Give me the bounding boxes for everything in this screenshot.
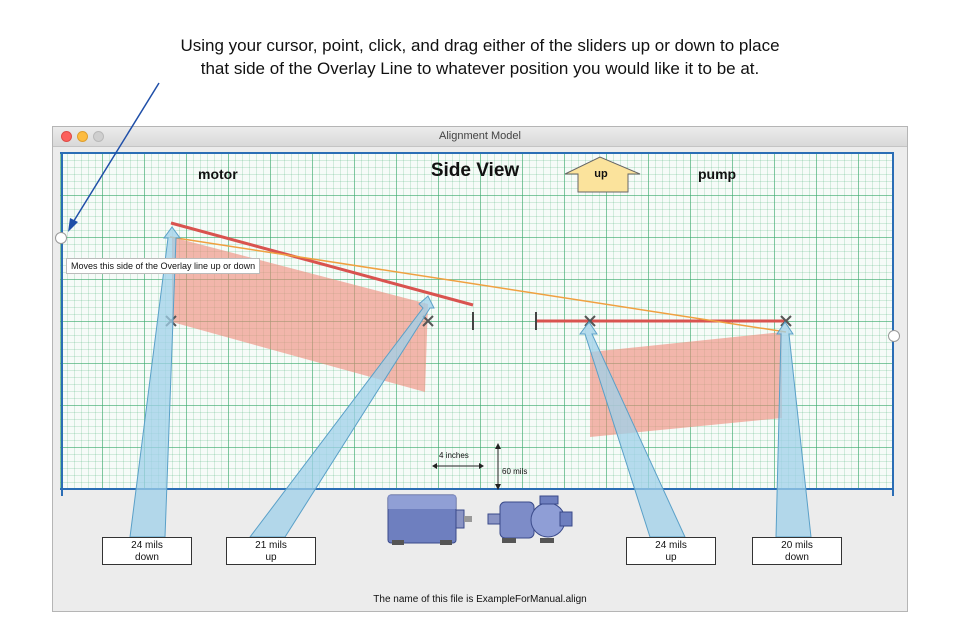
reading-direction: down xyxy=(785,552,809,563)
reading-value: 24 mils xyxy=(655,540,687,551)
reading-arrow-2 xyxy=(248,295,435,538)
reading-value: 24 mils xyxy=(131,540,163,551)
minimize-button[interactable] xyxy=(77,131,88,142)
pointer-arrow-line xyxy=(71,82,160,225)
foot-markers xyxy=(165,315,792,327)
motor-icon xyxy=(387,494,472,545)
reading-box-3: 24 mils up xyxy=(626,537,716,565)
motor-centerline xyxy=(170,221,474,307)
instruction-text: Using your cursor, point, click, and dra… xyxy=(0,34,960,80)
horizontal-scale-label: 4 inches xyxy=(439,451,469,460)
overlay-line xyxy=(169,236,787,333)
reading-arrow-3 xyxy=(579,321,686,538)
motor-offset-shading xyxy=(172,237,428,392)
left-overlay-slider[interactable] xyxy=(55,232,67,244)
title-bar: Alignment Model xyxy=(53,127,907,147)
filename-text: The name of this file is ExampleForManua… xyxy=(373,594,587,605)
vertical-scale-label: 60 mils xyxy=(502,467,528,476)
right-overlay-slider[interactable] xyxy=(888,330,900,342)
pump-icon xyxy=(487,495,573,543)
window-title: Alignment Model xyxy=(439,130,521,142)
up-arrow-icon xyxy=(564,156,641,193)
pump-offset-shading xyxy=(590,332,782,437)
reading-box-1: 24 mils down xyxy=(102,537,192,565)
slider-tooltip: Moves this side of the Overlay line up o… xyxy=(66,258,261,274)
reading-direction: up xyxy=(665,552,677,563)
instruction-line-2: that side of the Overlay Line to whateve… xyxy=(200,59,760,78)
reading-direction: up xyxy=(265,552,277,563)
motor-back-foot-marker xyxy=(422,315,434,327)
reading-value: 20 mils xyxy=(781,540,813,551)
pointer-arrow-head xyxy=(68,218,78,232)
reading-arrow-4 xyxy=(775,321,812,538)
zoom-button[interactable] xyxy=(93,131,104,142)
close-button[interactable] xyxy=(61,131,72,142)
page-title: Side View xyxy=(430,160,520,181)
reading-box-4: 20 mils down xyxy=(752,537,842,565)
reading-direction: down xyxy=(135,552,159,563)
reading-value: 21 mils xyxy=(255,540,287,551)
up-label: up xyxy=(594,168,608,180)
pump-back-foot-marker xyxy=(780,315,792,327)
instruction-line-1: Using your cursor, point, click, and dra… xyxy=(180,36,780,55)
pump-label: pump xyxy=(698,166,737,182)
reading-box-2: 21 mils up xyxy=(226,537,316,565)
reading-arrow-1 xyxy=(129,226,181,538)
motor-label: motor xyxy=(198,166,238,182)
